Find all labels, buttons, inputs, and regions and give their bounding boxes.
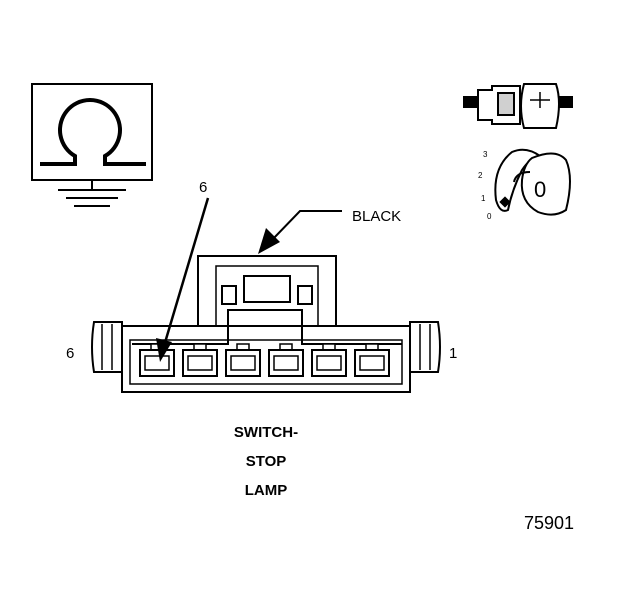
pin-cavity-5: [182, 343, 218, 377]
key-position-1: 1: [481, 194, 486, 203]
pin-6-callout: 6: [156, 179, 210, 362]
pin-1-end-label: 1: [449, 345, 457, 362]
connector-color-label: BLACK: [352, 208, 401, 225]
connector-face: [91, 255, 441, 393]
pin-cavity-row: [139, 343, 390, 377]
omega-ground-icon: [31, 83, 153, 207]
key-position-2: 2: [478, 171, 483, 180]
connector-title-line-2: STOP: [246, 453, 287, 470]
key-glyph: 0: [534, 177, 546, 202]
pin-6-end-label: 6: [66, 345, 74, 362]
connector-title-line-3: LAMP: [245, 482, 288, 499]
pin-cavity-1: [354, 343, 390, 377]
pin-cavity-3: [268, 343, 304, 377]
connector-side-view-icon: [463, 83, 573, 129]
color-callout: BLACK: [258, 208, 401, 254]
ignition-key-icon: 3 2 1 0 0: [478, 148, 571, 221]
pin-cavity-2: [311, 343, 347, 377]
pin-callout-label: 6: [199, 179, 207, 196]
key-position-0: 0: [487, 212, 492, 221]
pin-cavity-4: [225, 343, 261, 377]
connector-title-line-1: SWITCH-: [234, 424, 298, 441]
key-position-3: 3: [483, 150, 488, 159]
figure-number: 75901: [524, 513, 574, 533]
